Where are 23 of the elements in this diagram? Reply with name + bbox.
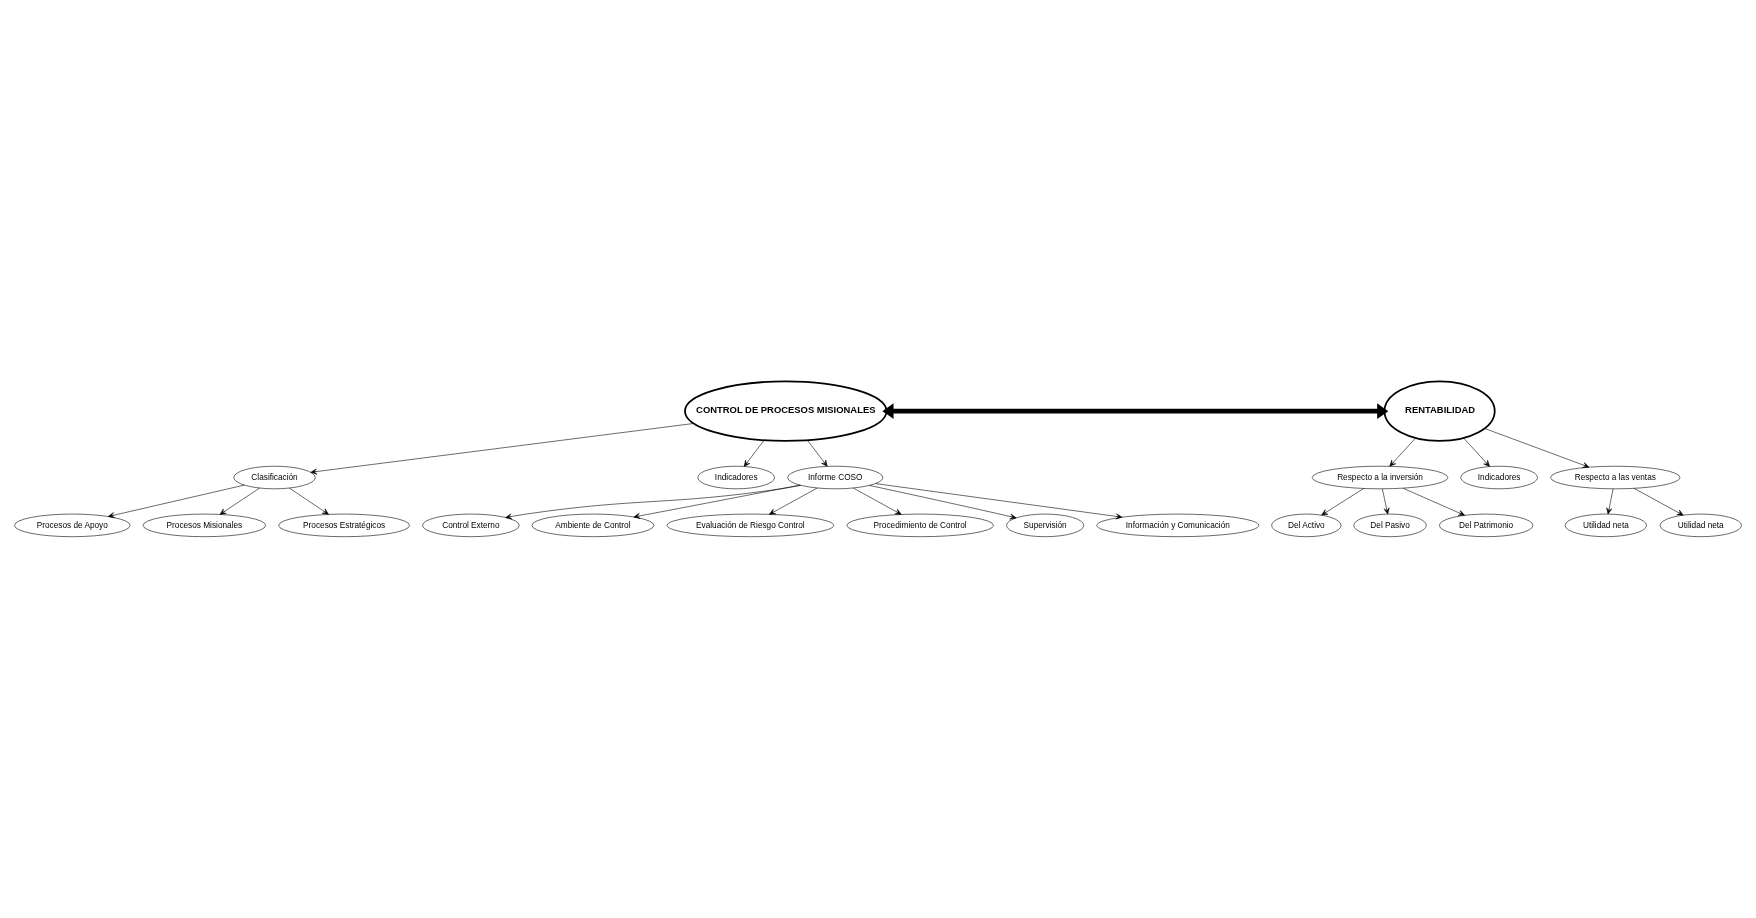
arrow (875, 483, 1123, 520)
arrow (743, 440, 765, 467)
arrow (769, 487, 818, 515)
arrow (107, 484, 245, 519)
arrow (1606, 488, 1614, 515)
arrow (1389, 437, 1416, 467)
arrow (633, 484, 801, 519)
arrow (289, 487, 329, 515)
arrow (1321, 488, 1364, 516)
arrow (1633, 488, 1684, 516)
arrow (882, 403, 1389, 419)
arrow (869, 485, 1017, 520)
arrow (1463, 437, 1490, 467)
arrow (807, 440, 828, 467)
arrow (310, 423, 695, 475)
arrow (219, 487, 260, 515)
node-ellipse: CONTROL DE PROCESOS MISIONALES (684, 380, 888, 442)
arrow (505, 485, 802, 520)
arrow (1382, 488, 1390, 515)
arrow (1484, 428, 1590, 468)
arrow (1402, 487, 1465, 516)
node-ellipse: RENTABILIDAD (1383, 380, 1496, 442)
arrow (852, 487, 902, 515)
